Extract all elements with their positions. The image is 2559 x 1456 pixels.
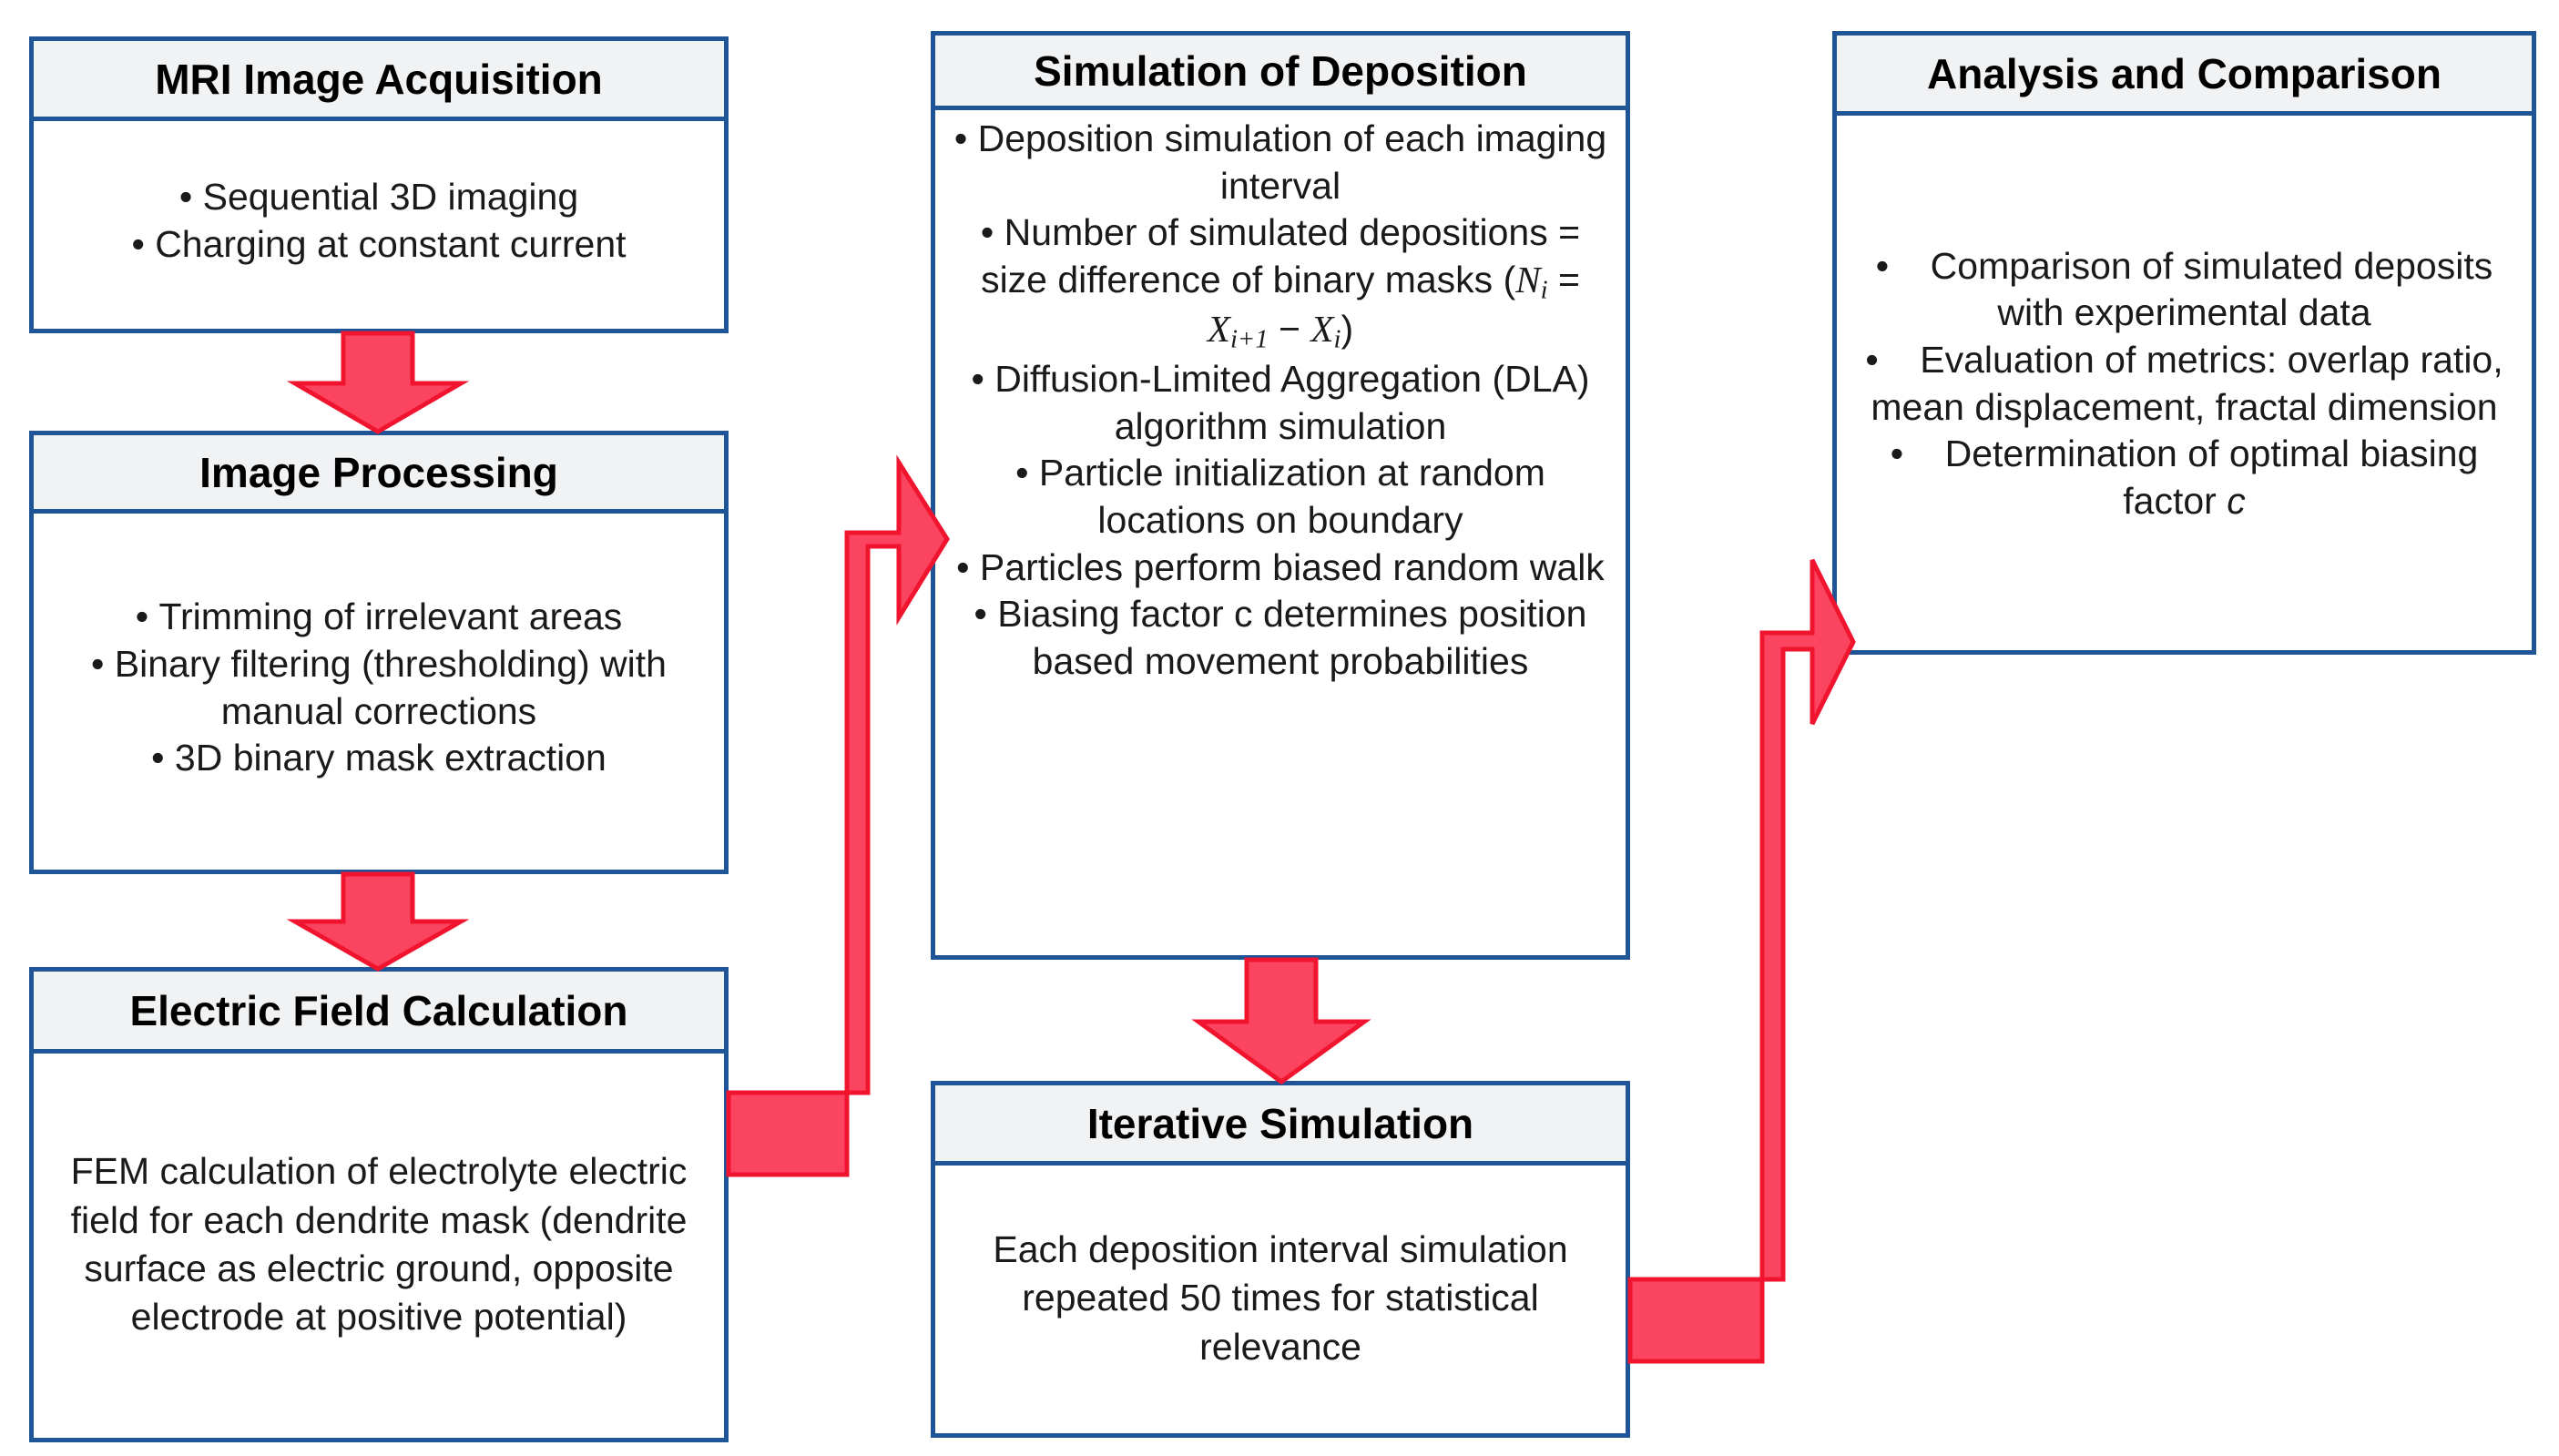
list-item: Sequential 3D imaging bbox=[50, 174, 708, 221]
arrow-mri-to-image-processing bbox=[273, 331, 483, 434]
box-electric-field-text: FEM calculation of electrolyte electric … bbox=[70, 1150, 688, 1339]
arrow-simulation-to-iterative bbox=[1177, 957, 1386, 1085]
list-item-text: Number of simulated depositions = size d… bbox=[981, 211, 1581, 300]
box-simulation-body: Deposition simulation of each imaging in… bbox=[935, 110, 1626, 955]
box-iterative-simulation-text: Each deposition interval simulation repe… bbox=[993, 1228, 1568, 1368]
list-item: Biasing factor c determines position bas… bbox=[946, 591, 1615, 685]
list-item: Trimming of irrelevant areas bbox=[48, 594, 709, 641]
box-analysis-and-comparison: Analysis and Comparison Comparison of si… bbox=[1832, 31, 2536, 655]
box-simulation-bullet-list: Deposition simulation of each imaging in… bbox=[946, 116, 1615, 686]
box-analysis-title: Analysis and Comparison bbox=[1837, 36, 2532, 116]
box-analysis-body: Comparison of simulated deposits with ex… bbox=[1837, 116, 2532, 650]
list-item: Particle initialization at random locati… bbox=[946, 450, 1615, 544]
box-electric-field-calculation: Electric Field Calculation FEM calculati… bbox=[29, 967, 729, 1442]
box-image-processing-body: Trimming of irrelevant areas Binary filt… bbox=[34, 514, 724, 870]
list-item: Particles perform biased random walk bbox=[946, 545, 1615, 592]
box-mri-bullet-list: Sequential 3D imaging Charging at consta… bbox=[50, 174, 708, 268]
box-mri-body: Sequential 3D imaging Charging at consta… bbox=[34, 121, 724, 329]
list-item: Deposition simulation of each imaging in… bbox=[946, 116, 1615, 209]
list-item-with-formula: Number of simulated depositions = size d… bbox=[946, 209, 1615, 356]
box-iterative-simulation: Iterative Simulation Each deposition int… bbox=[931, 1081, 1630, 1438]
box-electric-field-body: FEM calculation of electrolyte electric … bbox=[34, 1054, 724, 1438]
list-item: Evaluation of metrics: overlap ratio, me… bbox=[1857, 337, 2512, 431]
box-image-processing-bullet-list: Trimming of irrelevant areas Binary filt… bbox=[48, 594, 709, 782]
arrow-image-processing-to-electric-field bbox=[273, 871, 483, 972]
box-electric-field-title: Electric Field Calculation bbox=[34, 972, 724, 1054]
formula-deposition-count: (Ni = Xi+1 − Xi) bbox=[1207, 258, 1580, 354]
arrow-electric-field-to-simulation bbox=[726, 446, 950, 1184]
box-image-processing: Image Processing Trimming of irrelevant … bbox=[29, 431, 729, 874]
box-iterative-simulation-body: Each deposition interval simulation repe… bbox=[935, 1166, 1626, 1433]
box-simulation-of-deposition: Simulation of Deposition Deposition simu… bbox=[931, 31, 1630, 960]
biasing-factor-symbol: c bbox=[2227, 479, 2246, 522]
box-iterative-simulation-title: Iterative Simulation bbox=[935, 1085, 1626, 1166]
box-analysis-bullet-list: Comparison of simulated deposits with ex… bbox=[1857, 243, 2512, 525]
box-mri-image-acquisition: MRI Image Acquisition Sequential 3D imag… bbox=[29, 36, 729, 333]
box-mri-title: MRI Image Acquisition bbox=[34, 41, 724, 121]
list-item: Binary filtering (thresholding) with man… bbox=[48, 641, 709, 735]
list-item-with-italic: Determination of optimal biasing factor … bbox=[1857, 431, 2512, 524]
box-image-processing-title: Image Processing bbox=[34, 435, 724, 514]
list-item: Charging at constant current bbox=[50, 221, 708, 269]
list-item: 3D binary mask extraction bbox=[48, 735, 709, 782]
list-item: Diffusion-Limited Aggregation (DLA) algo… bbox=[946, 356, 1615, 450]
arrow-iterative-to-analysis bbox=[1627, 542, 1856, 1370]
list-item: Comparison of simulated deposits with ex… bbox=[1857, 243, 2512, 337]
box-simulation-title: Simulation of Deposition bbox=[935, 36, 1626, 110]
